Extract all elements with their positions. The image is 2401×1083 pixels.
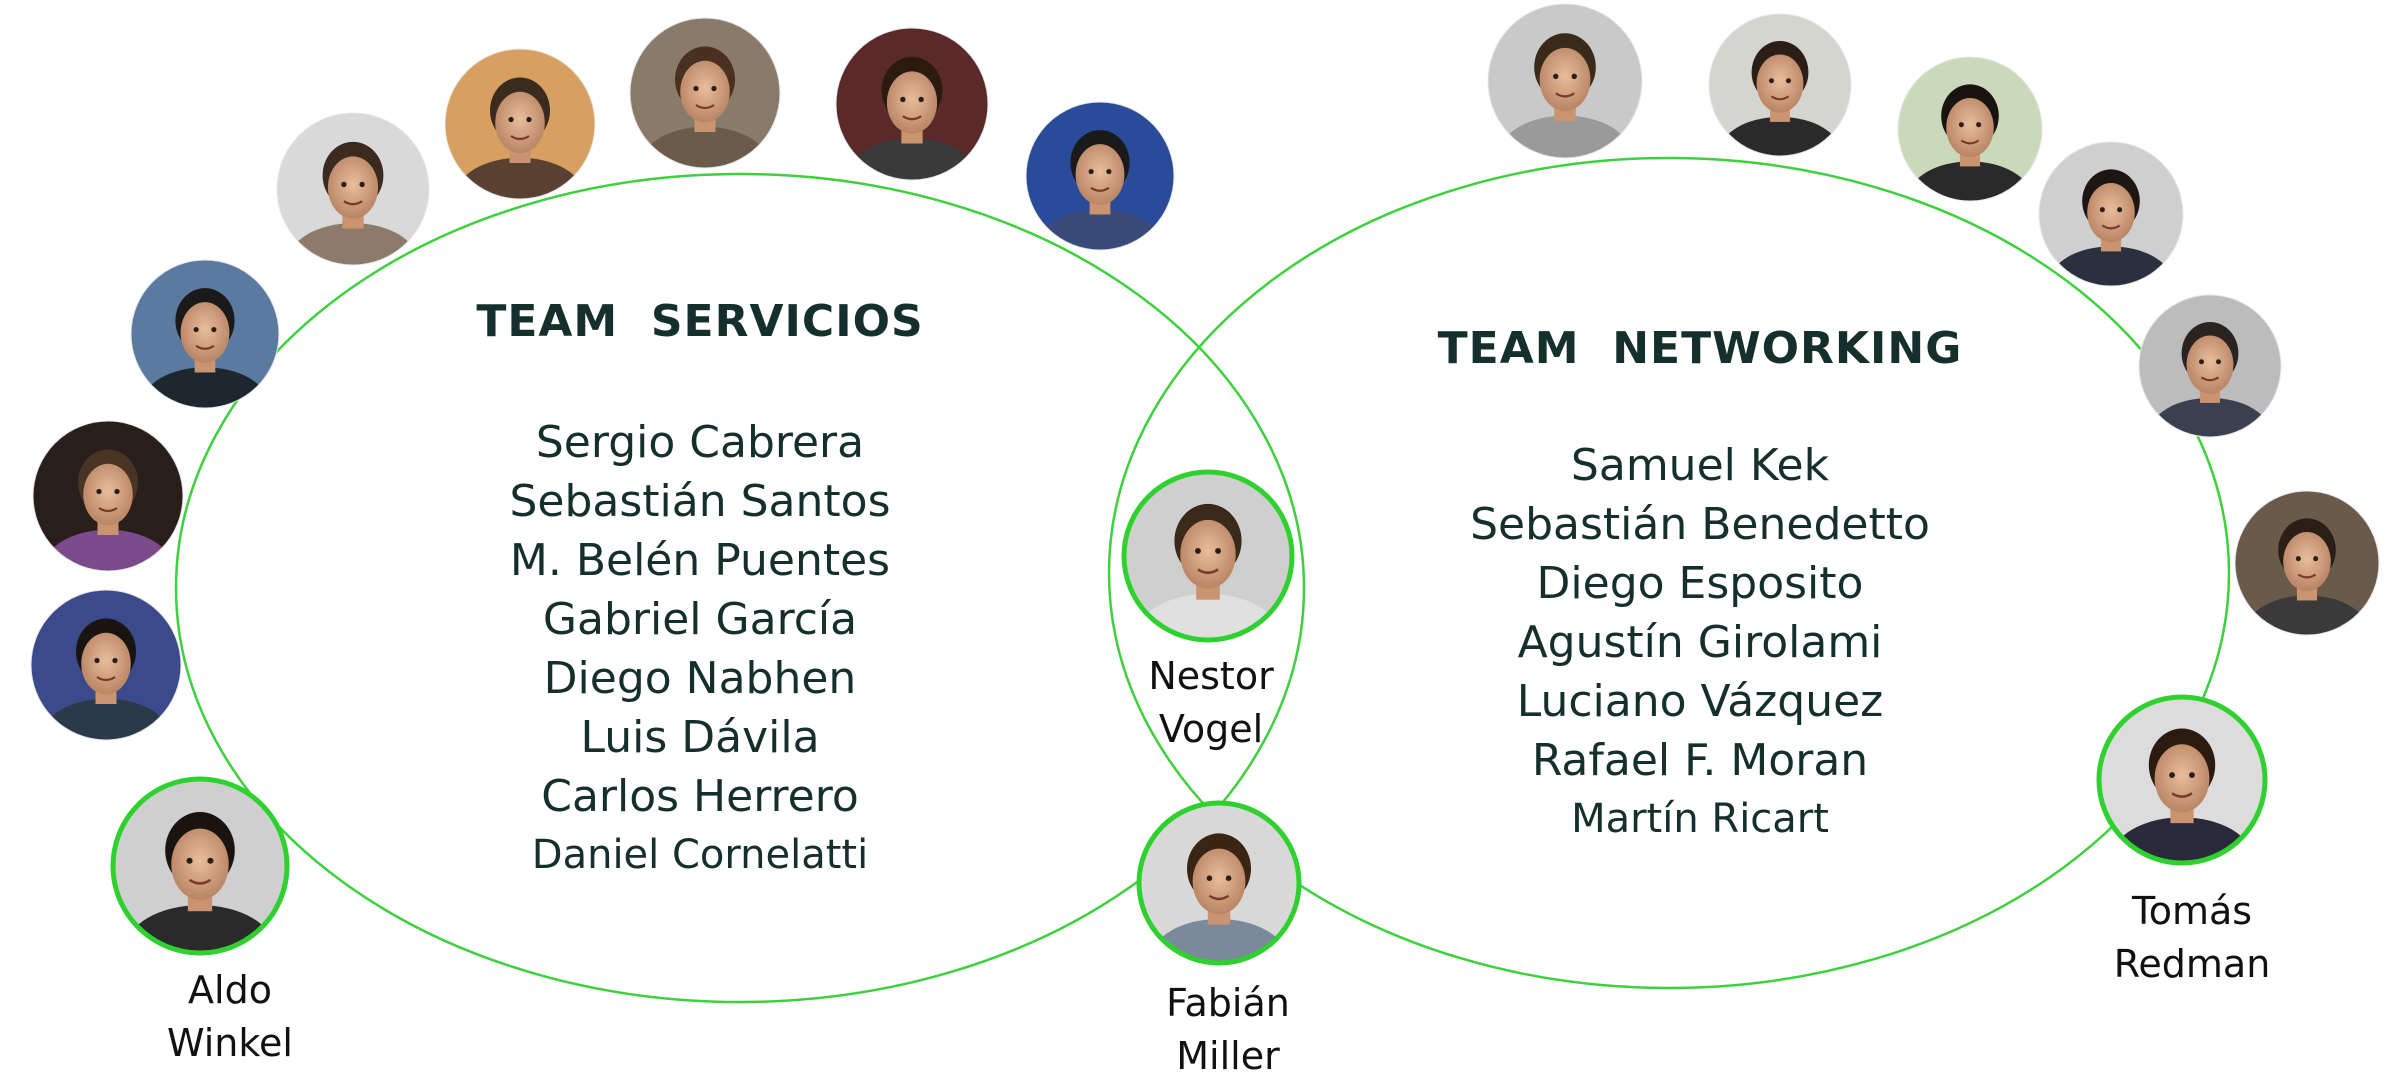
first-name: Nestor: [1148, 654, 1274, 698]
networking-title: TEAM NETWORKING: [1437, 323, 1963, 374]
first-name: Fabián: [1166, 981, 1290, 1025]
list-item: Sebastián Santos: [509, 476, 891, 527]
list-item: Daniel Cornelatti: [531, 832, 869, 878]
avatar-photo: [276, 112, 430, 266]
aldo-winkel-photo: [110, 776, 290, 956]
avatar-photo: [444, 48, 596, 200]
list-item: Gabriel García: [542, 594, 858, 645]
avatar-photo: [30, 589, 182, 741]
list-item: Carlos Herrero: [541, 771, 859, 822]
avatar-photo: [1897, 56, 2043, 202]
list-item: Sebastián Benedetto: [1470, 499, 1930, 550]
list-item: Luciano Vázquez: [1516, 676, 1884, 727]
nestor-vogel-name: Nestor Vogel: [1101, 650, 1321, 756]
first-name: Tomás: [2131, 889, 2253, 933]
avatar-photo: [2038, 141, 2184, 287]
list-item: Rafael F. Moran: [1531, 735, 1869, 786]
avatar-photo: [1025, 101, 1175, 251]
first-name: Aldo: [188, 968, 272, 1012]
list-item: Diego Nabhen: [543, 653, 857, 704]
last-name: Vogel: [1158, 707, 1264, 751]
tomas-redman-name: Tomás Redman: [2082, 885, 2302, 991]
aldo-winkel-name: Aldo Winkel: [120, 964, 340, 1070]
last-name: Miller: [1176, 1034, 1280, 1078]
last-name: Redman: [2113, 942, 2271, 986]
avatar-photo: [1708, 13, 1852, 157]
list-item: Agustín Girolami: [1517, 617, 1883, 668]
servicios-ellipse: [174, 172, 1306, 1004]
list-item: Diego Esposito: [1536, 558, 1864, 609]
tomas-redman-photo: [2096, 694, 2268, 866]
fabian-miller-photo: [1136, 800, 1302, 966]
list-item: M. Belén Puentes: [509, 535, 891, 586]
last-name: Winkel: [167, 1021, 293, 1065]
list-item: Martín Ricart: [1571, 796, 1829, 842]
list-item: Samuel Kek: [1570, 440, 1830, 491]
list-item: Luis Dávila: [580, 712, 820, 763]
nestor-vogel-photo: [1121, 469, 1295, 643]
servicios-title: TEAM SERVICIOS: [476, 296, 924, 347]
list-item: Sergio Cabrera: [535, 417, 865, 468]
avatar-photo: [32, 420, 184, 572]
avatar-photo: [130, 259, 280, 409]
servicios-member-list: Sergio Cabrera Sebastián Santos M. Belén…: [400, 413, 1000, 885]
avatar-photo: [2138, 294, 2282, 438]
networking-ellipse: [1107, 156, 2231, 990]
avatar-photo: [629, 17, 781, 169]
avatar-photo: [1487, 3, 1643, 159]
fabian-miller-name: Fabián Miller: [1118, 977, 1338, 1083]
avatar-photo: [835, 27, 989, 181]
networking-member-list: Samuel Kek Sebastián Benedetto Diego Esp…: [1400, 436, 2000, 849]
avatar-photo: [2234, 490, 2380, 636]
